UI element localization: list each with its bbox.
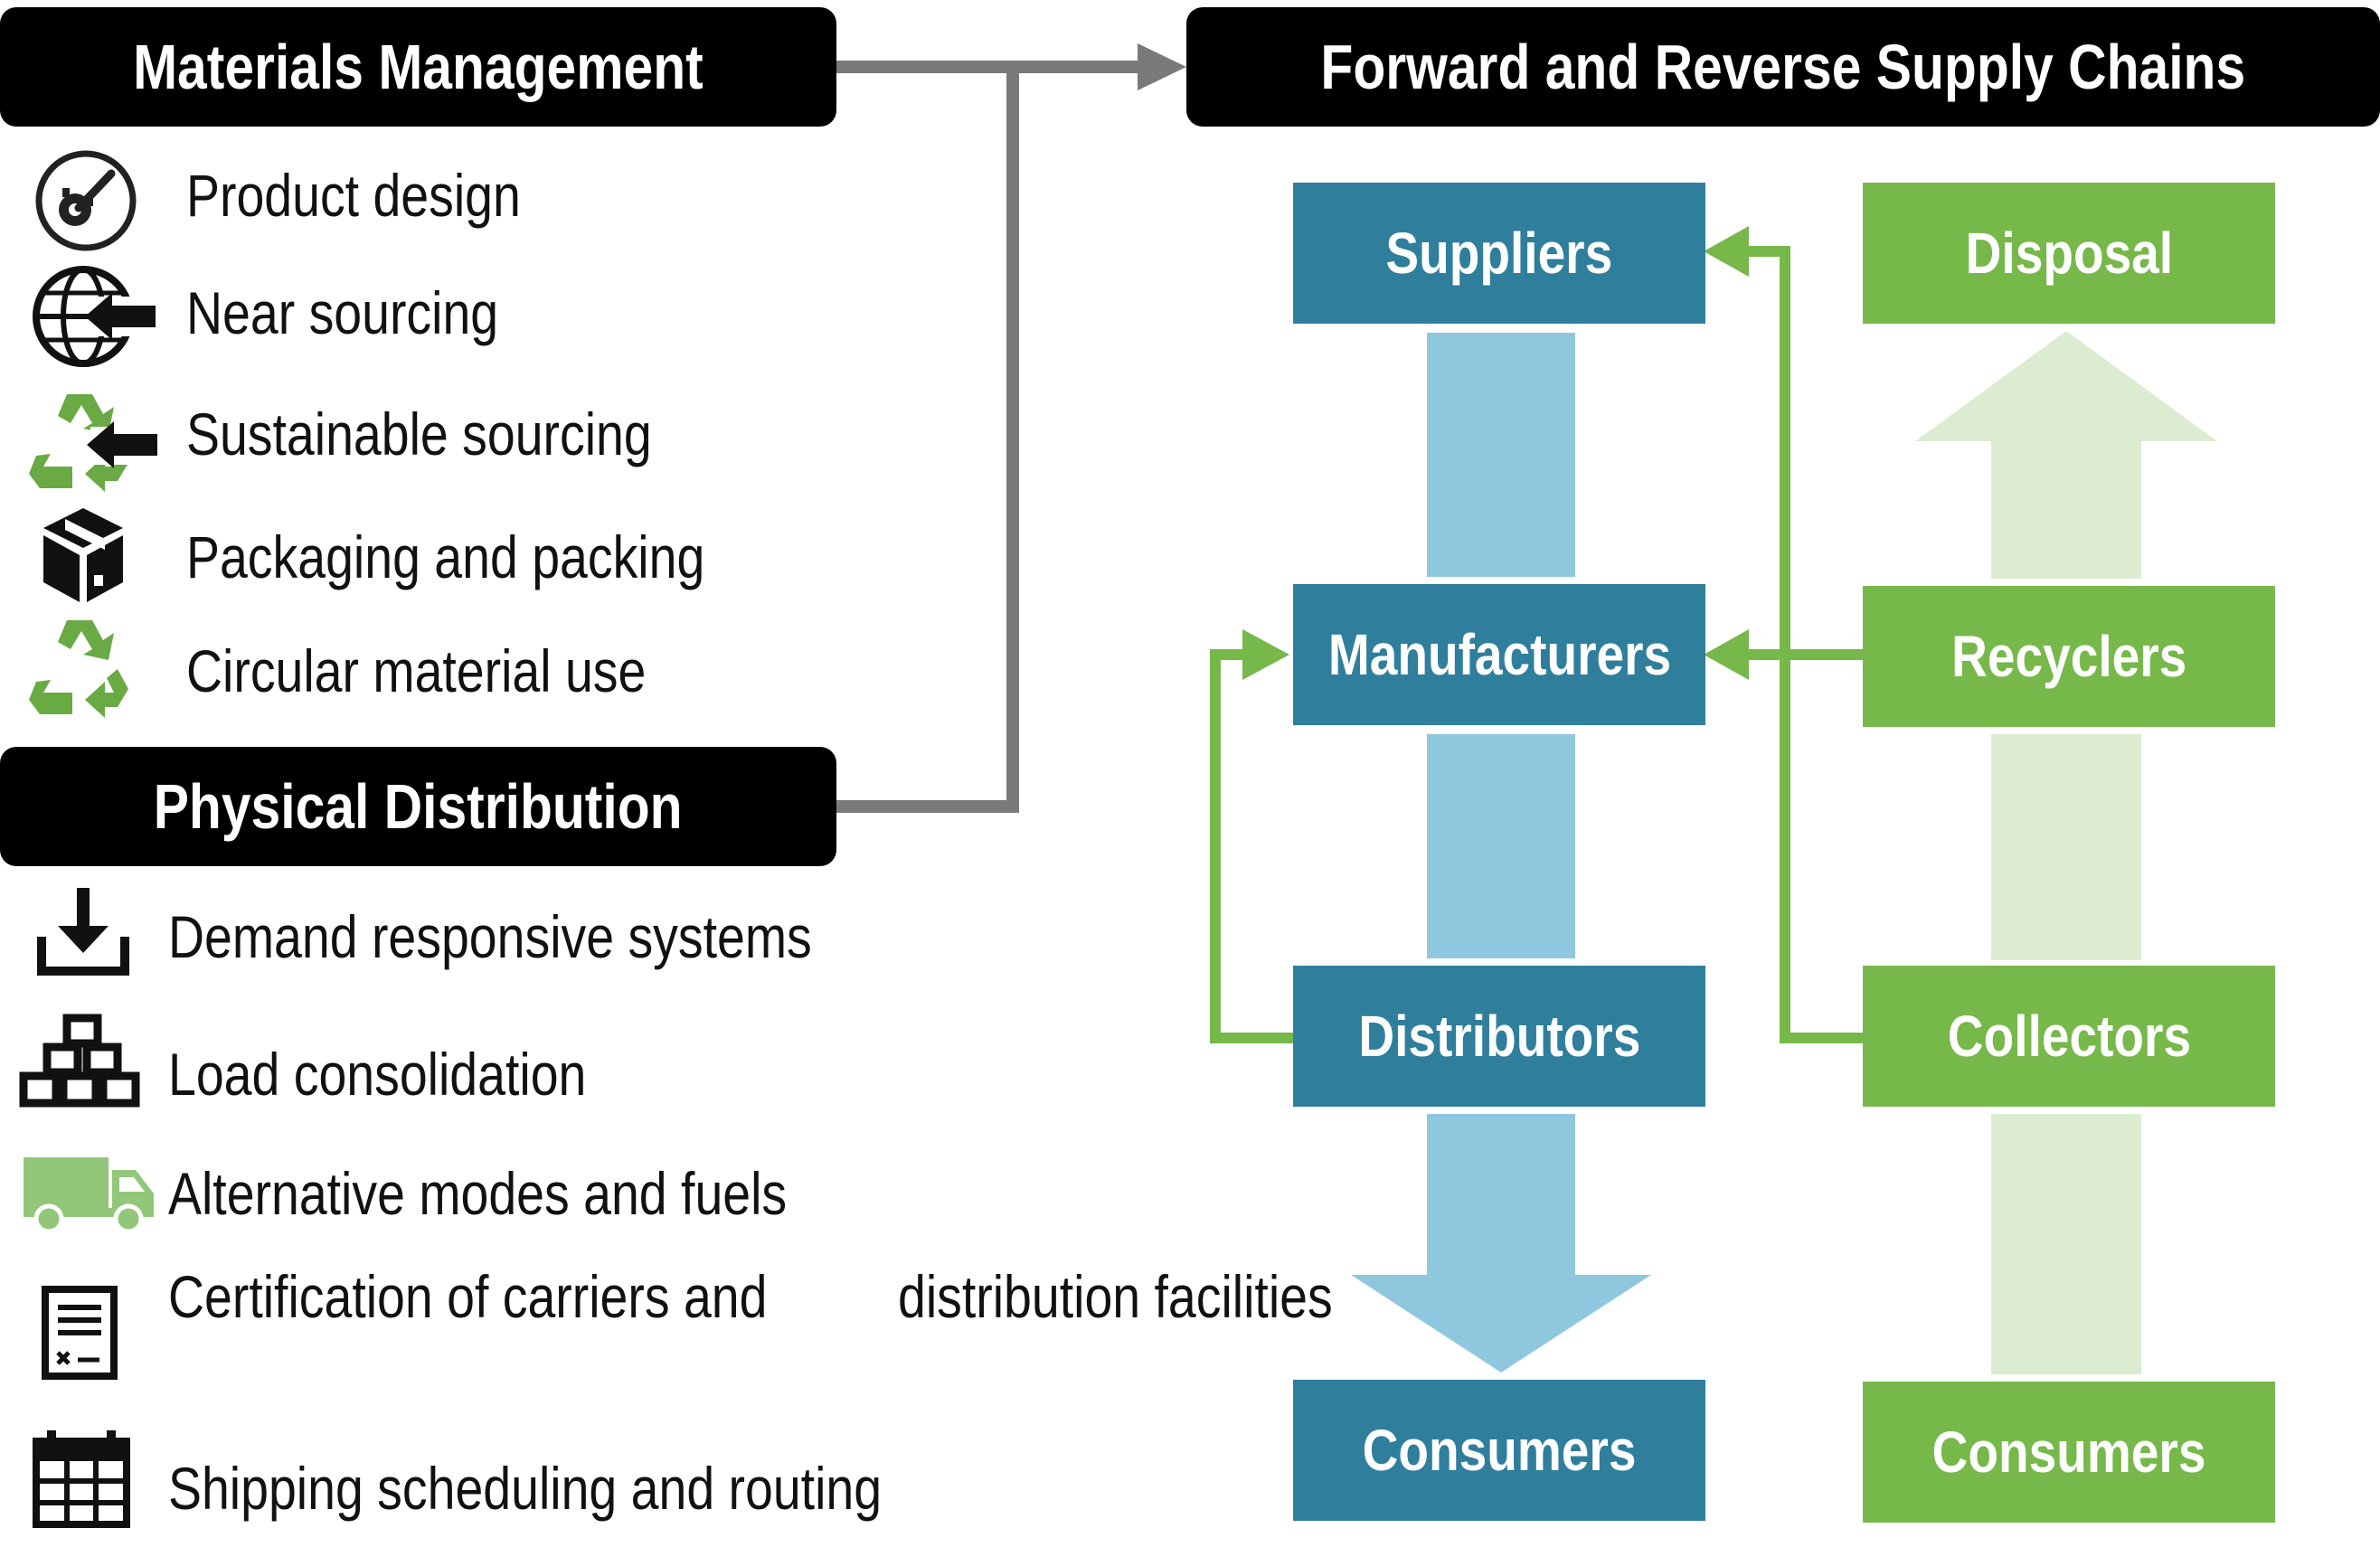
near-sourcing-label: Near sourcing <box>186 279 499 346</box>
recyclers-to-manufacturers-head <box>1704 629 1749 680</box>
load-consolidation-label: Load consolidation <box>168 1041 587 1108</box>
circular-material-label: Circular material use <box>186 637 647 704</box>
forward-manufacturers-box: Manufacturers <box>1293 584 1705 725</box>
forward-manufacturers-label: Manufacturers <box>1327 622 1671 687</box>
physical-distribution-title: Physical Distribution <box>154 771 683 842</box>
distributors-to-manufacturers-arrow <box>1210 649 1293 1043</box>
product-design-label: Product design <box>186 162 521 229</box>
reverse-recyclers-label: Recyclers <box>1950 624 2187 689</box>
forward-suppliers-box: Suppliers <box>1293 183 1705 324</box>
certification-label-line1: Certification of carriers and <box>168 1263 768 1330</box>
globe-arrow-icon <box>33 266 159 367</box>
recycle-icon <box>29 620 128 718</box>
recycle-arrow-icon <box>29 394 163 492</box>
reverse-shaft-3 <box>1991 1114 2141 1374</box>
forward-consumers-label: Consumers <box>1362 1418 1637 1483</box>
collectors-to-suppliers-arrow <box>1745 246 1863 1043</box>
reverse-collectors-label: Collectors <box>1947 1004 2191 1069</box>
reverse-shaft-1 <box>1991 439 2141 579</box>
forward-distributors-box: Distributors <box>1293 966 1705 1107</box>
materials-management-title: Materials Management <box>133 32 704 102</box>
forward-distributors-label: Distributors <box>1358 1004 1640 1069</box>
forward-shaft-2 <box>1427 734 1575 958</box>
connector-line <box>836 61 1019 813</box>
forward-shaft-1 <box>1427 333 1575 577</box>
reverse-consumers-box: Consumers <box>1863 1382 2275 1523</box>
package-box-icon <box>43 508 123 602</box>
forward-suppliers-label: Suppliers <box>1385 221 1613 286</box>
reverse-collectors-box: Collectors <box>1863 966 2275 1107</box>
sustainable-sourcing-label: Sustainable sourcing <box>186 401 652 467</box>
shipping-scheduling-label: Shipping scheduling and routing <box>168 1455 883 1522</box>
download-tray-icon <box>37 888 129 976</box>
supply-chains-title: Forward and Reverse Supply Chains <box>1320 32 2246 102</box>
forward-consumers-box: Consumers <box>1293 1380 1705 1521</box>
forward-shaft-3 <box>1427 1114 1575 1277</box>
reverse-disposal-label: Disposal <box>1965 221 2173 286</box>
alternative-modes-label: Alternative modes and fuels <box>168 1160 788 1227</box>
connector-arrowhead <box>1138 43 1186 90</box>
materials-management-header: Materials Management <box>0 7 836 127</box>
calendar-icon <box>33 1430 130 1528</box>
physical-distribution-header: Physical Distribution <box>0 747 836 866</box>
design-gear-brush-icon <box>35 150 137 251</box>
reverse-disposal-box: Disposal <box>1863 183 2275 324</box>
reverse-shaft-2 <box>1991 734 2141 960</box>
supply-chains-header: Forward and Reverse Supply Chains <box>1186 7 2380 127</box>
reverse-consumers-label: Consumers <box>1931 1420 2206 1485</box>
distributors-to-manufacturers-head <box>1242 629 1289 680</box>
certification-label-line2: distribution facilities <box>898 1263 1333 1330</box>
stacked-bars-icon <box>19 1014 140 1108</box>
demand-responsive-label: Demand responsive systems <box>168 903 812 970</box>
truck-icon <box>24 1157 154 1234</box>
certificate-document-icon <box>42 1286 118 1380</box>
forward-down-arrowhead <box>1351 1275 1651 1373</box>
packaging-label: Packaging and packing <box>186 524 705 590</box>
certification-label: Certification of carriers and distributi… <box>168 1257 1415 1336</box>
collectors-to-suppliers-head <box>1704 226 1749 277</box>
reverse-recyclers-box: Recyclers <box>1863 586 2275 727</box>
reverse-up-arrowhead <box>1915 331 2217 441</box>
